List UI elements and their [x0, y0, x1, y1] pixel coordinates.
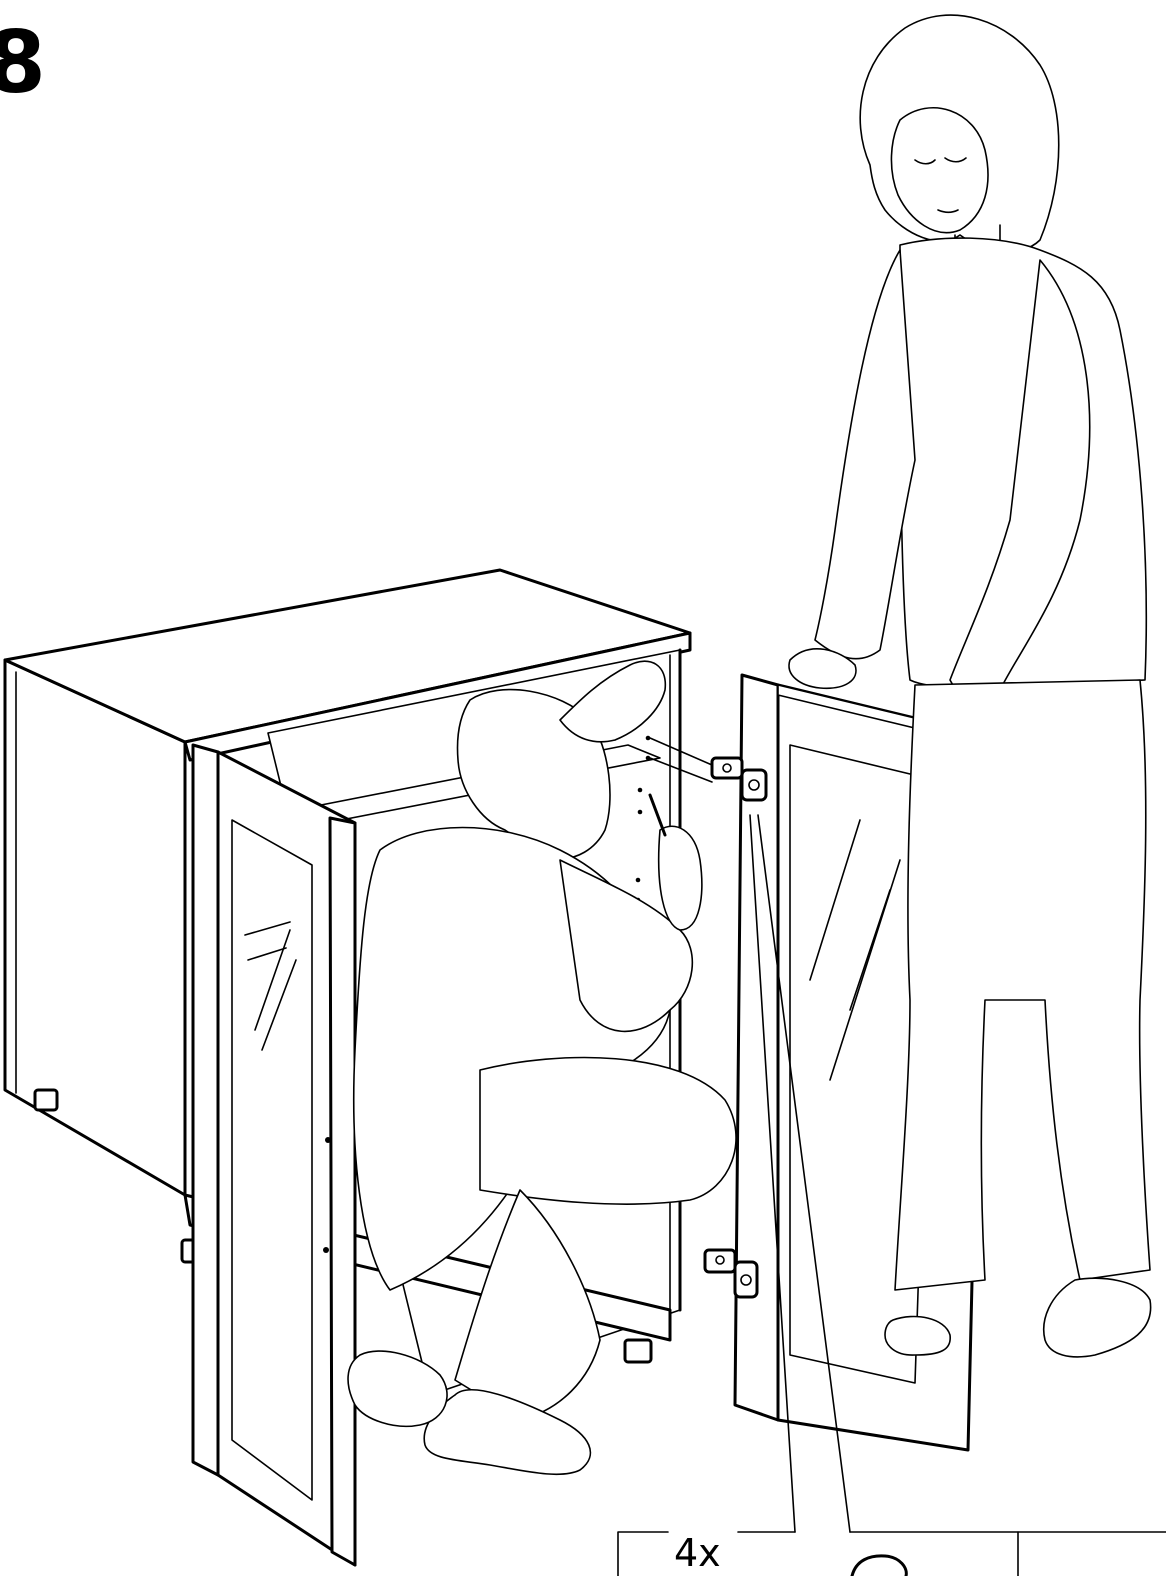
door-knob-hole — [323, 1247, 329, 1253]
man-shoe — [424, 1390, 590, 1475]
woman-left-arm — [815, 250, 915, 659]
left-door-glass — [232, 820, 312, 1500]
left-door-open — [193, 745, 355, 1565]
left-door-side — [330, 818, 355, 1565]
woman-legs — [895, 680, 1150, 1290]
step-number: 8 — [0, 20, 46, 106]
cabinet-foot — [625, 1340, 651, 1362]
left-door-edge — [193, 745, 218, 1475]
shelf-hole — [638, 788, 643, 793]
hinge-detail-part — [852, 1556, 906, 1576]
shelf-hole — [636, 878, 641, 883]
cabinet-side-panel — [5, 660, 185, 1195]
shelf-hole — [638, 810, 643, 815]
cabinet-foot — [35, 1090, 57, 1110]
callout-frame — [618, 1532, 668, 1576]
woman-shoe — [1044, 1278, 1151, 1357]
man-thigh — [480, 1058, 736, 1205]
quantity-label: 4x — [672, 1534, 723, 1572]
woman-back-shoe — [885, 1316, 950, 1355]
